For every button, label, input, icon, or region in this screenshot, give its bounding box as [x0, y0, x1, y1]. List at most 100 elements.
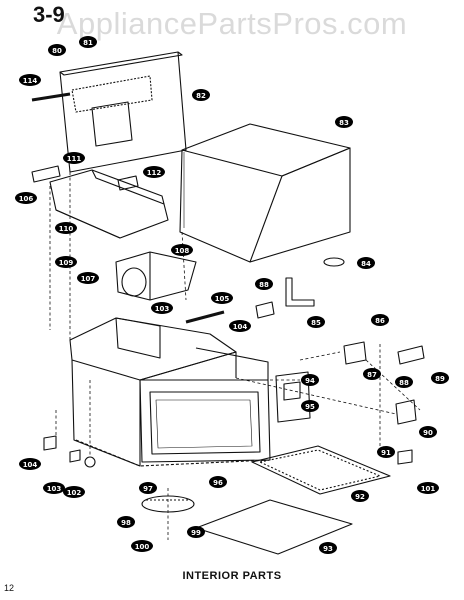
control-module — [275, 371, 311, 423]
callout-81: 81 — [79, 36, 97, 48]
disc-84 — [323, 257, 345, 267]
callout-107: 107 — [77, 272, 99, 284]
callout-109: 109 — [55, 256, 77, 268]
watermark: AppliancePartsPros.com — [56, 6, 408, 41]
part-91 — [397, 449, 413, 465]
callout-95: 95 — [301, 400, 319, 412]
svg-text:98: 98 — [121, 519, 131, 527]
callout-83: 83 — [335, 116, 353, 128]
svg-text:90: 90 — [423, 429, 433, 437]
oven-cavity — [69, 317, 271, 467]
callout-110: 110 — [55, 222, 77, 234]
turntable — [141, 495, 195, 513]
svg-text:112: 112 — [147, 169, 162, 177]
callout-114: 114 — [19, 74, 41, 86]
svg-text:85: 85 — [311, 319, 321, 327]
callout-106: 106 — [15, 192, 37, 204]
svg-text:114: 114 — [23, 77, 38, 85]
callout-103a: 103 — [151, 302, 173, 314]
switch-87 — [343, 341, 367, 365]
callout-90: 90 — [419, 426, 437, 438]
callout-112: 112 — [143, 166, 165, 178]
part-102 — [84, 456, 96, 468]
svg-text:88: 88 — [399, 379, 409, 387]
callout-96: 96 — [209, 476, 227, 488]
callout-104a: 104 — [229, 320, 251, 332]
section-label: 3-9 — [33, 2, 65, 27]
callout-93: 93 — [319, 542, 337, 554]
bracket-111 — [31, 165, 61, 183]
svg-text:104: 104 — [233, 323, 248, 331]
svg-text:103: 103 — [155, 305, 170, 313]
callout-111: 111 — [63, 152, 85, 164]
svg-text:107: 107 — [81, 275, 96, 283]
svg-text:105: 105 — [215, 295, 230, 303]
part-104 — [43, 435, 57, 451]
callout-100: 100 — [131, 540, 153, 552]
tray — [251, 445, 391, 495]
svg-text:108: 108 — [175, 247, 190, 255]
outer-case — [179, 123, 351, 263]
l-brace — [285, 277, 315, 307]
diagram-caption: INTERIOR PARTS — [182, 570, 282, 582]
callout-98: 98 — [117, 516, 135, 528]
svg-text:81: 81 — [83, 39, 93, 47]
callout-104b: 104 — [19, 458, 41, 470]
svg-text:80: 80 — [52, 47, 62, 55]
svg-text:104: 104 — [23, 461, 38, 469]
page-number: 12 — [4, 583, 15, 593]
svg-text:86: 86 — [375, 317, 385, 325]
svg-text:89: 89 — [435, 375, 445, 383]
svg-text:83: 83 — [339, 119, 349, 127]
callout-87: 87 — [363, 368, 381, 380]
callout-group: 80 81 114 82 83 111 112 106 110 108 109 … — [15, 36, 449, 554]
part-112 — [117, 175, 139, 191]
svg-text:92: 92 — [355, 493, 365, 501]
svg-text:96: 96 — [213, 479, 223, 487]
svg-text:97: 97 — [143, 485, 153, 493]
callout-101: 101 — [417, 482, 439, 494]
duct-cover — [49, 169, 169, 239]
svg-text:102: 102 — [67, 489, 82, 497]
svg-text:84: 84 — [361, 260, 371, 268]
callout-85: 85 — [307, 316, 325, 328]
svg-text:99: 99 — [191, 529, 201, 537]
svg-text:94: 94 — [305, 377, 315, 385]
callout-105: 105 — [211, 292, 233, 304]
part-103 — [69, 449, 81, 463]
callout-82: 82 — [192, 89, 210, 101]
callout-80: 80 — [48, 44, 66, 56]
strip-114 — [31, 92, 71, 102]
back-panel — [59, 51, 187, 173]
callout-88b: 88 — [395, 376, 413, 388]
bracket-90 — [395, 399, 417, 425]
svg-text:82: 82 — [196, 92, 206, 100]
callout-103b: 103 — [43, 482, 65, 494]
svg-text:88: 88 — [259, 281, 269, 289]
svg-text:100: 100 — [135, 543, 150, 551]
svg-text:93: 93 — [323, 545, 333, 553]
callout-94: 94 — [301, 374, 319, 386]
svg-text:111: 111 — [67, 155, 82, 163]
callout-99: 99 — [187, 526, 205, 538]
callout-88a: 88 — [255, 278, 273, 290]
callout-102: 102 — [63, 486, 85, 498]
callout-97: 97 — [139, 482, 157, 494]
svg-text:106: 106 — [19, 195, 34, 203]
svg-text:87: 87 — [367, 371, 377, 379]
callout-108: 108 — [171, 244, 193, 256]
blower-housing — [115, 251, 197, 301]
switch-88 — [397, 345, 425, 365]
callout-89: 89 — [431, 372, 449, 384]
svg-text:110: 110 — [59, 225, 74, 233]
svg-text:109: 109 — [59, 259, 74, 267]
callout-84: 84 — [357, 257, 375, 269]
floor-plate — [195, 499, 353, 555]
svg-text:95: 95 — [305, 403, 315, 411]
svg-text:101: 101 — [421, 485, 436, 493]
callout-86: 86 — [371, 314, 389, 326]
svg-text:103: 103 — [47, 485, 62, 493]
callout-92: 92 — [351, 490, 369, 502]
svg-text:91: 91 — [381, 449, 391, 457]
